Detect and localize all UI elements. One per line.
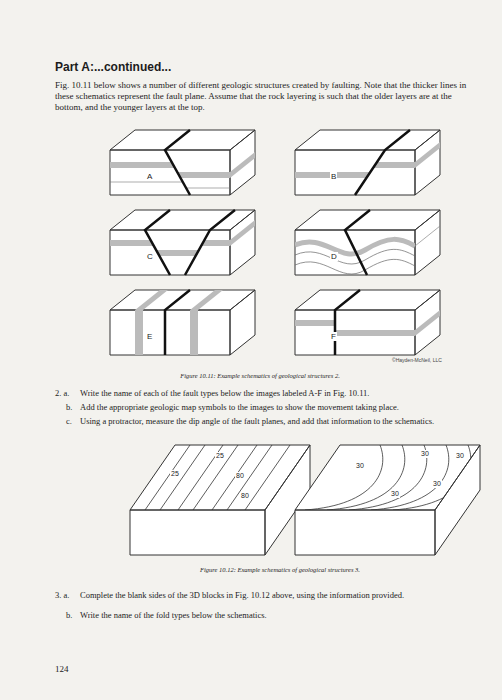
fault-block (110, 290, 255, 355)
figure-letter: A (146, 172, 153, 181)
question-text: Add the appropriate geologic map symbols… (80, 402, 490, 413)
figure-letter: C (146, 252, 154, 261)
page-title: Part A:...continued... (55, 60, 171, 74)
figure-caption: Figure 10.12: Example schematics of geol… (160, 566, 400, 574)
dip-angle: 80 (240, 492, 250, 500)
fault-block (295, 130, 440, 195)
figure-caption: Figure 10.11: Example schematics of geol… (140, 372, 380, 380)
watermark: ©Hayden-McNeil, LLC (392, 357, 442, 363)
body-paragraph: Fig. 10.11 below shows a number of diffe… (55, 80, 475, 113)
fault-block (295, 290, 440, 355)
fold-block (130, 445, 310, 555)
page-number: 124 (55, 664, 69, 674)
question-text: Write the name of each of the fault type… (80, 388, 490, 399)
question-number: b. (66, 610, 72, 621)
fault-block (295, 210, 440, 275)
figure-letter: D (330, 252, 338, 261)
dip-angle: 80 (235, 472, 245, 480)
figure-letter: F (330, 332, 337, 341)
question-number: c. (66, 416, 72, 427)
fold-block (295, 445, 480, 555)
question-number: b. (66, 402, 72, 413)
question-text: Complete the blank sides of the 3D block… (80, 590, 490, 601)
fault-block (110, 130, 255, 195)
figure-letter: E (146, 332, 153, 341)
dip-angle: 30 (432, 480, 442, 488)
fault-block (110, 210, 255, 275)
dip-angle: 30 (420, 450, 430, 458)
question-number: 2. a. (55, 388, 69, 399)
question-text: Write the name of the fold types below t… (80, 610, 490, 621)
dip-angle: 30 (455, 452, 465, 460)
question-number: 3. a. (55, 590, 69, 601)
dip-angle: 25 (215, 452, 225, 460)
figure-letter: B (330, 172, 337, 181)
dip-angle: 30 (390, 490, 400, 498)
dip-angle: 25 (170, 470, 180, 478)
dip-angle: 30 (355, 462, 365, 470)
question-text: Using a protractor, measure the dip angl… (80, 416, 490, 427)
